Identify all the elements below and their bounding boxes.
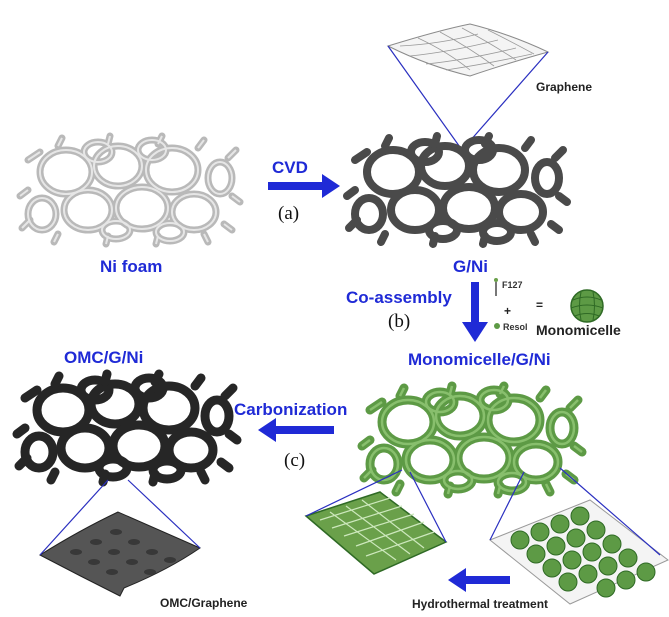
step-c-label: (c): [284, 450, 306, 471]
hydrothermal-treatment-label: Hydrothermal treatment: [412, 597, 549, 611]
packed-monomicelles-image: [489, 499, 669, 605]
omc-g-ni-label: OMC/G/Ni: [64, 348, 144, 367]
monomicelle-label: Monomicelle: [536, 322, 621, 338]
g-ni-foam-image: [347, 136, 567, 244]
hydrothermal-arrow: [448, 568, 510, 592]
equals-sign: =: [536, 298, 544, 312]
cvd-label: CVD: [272, 158, 308, 177]
ni-foam-label: Ni foam: [100, 257, 163, 276]
omc-graphene-zoom-lines: [39, 479, 201, 556]
ni-foam-image: [20, 136, 240, 244]
monomicelle-sphere-icon: [570, 289, 604, 323]
co-assembly-arrow: [462, 282, 488, 342]
monomicelle-sheet-image: [304, 491, 448, 575]
omc-g-ni-foam-image: [17, 374, 237, 482]
f127-molecule-icon: [494, 278, 498, 296]
resol-label: Resol: [503, 322, 528, 332]
omc-graphene-label: OMC/Graphene: [160, 596, 248, 610]
g-ni-label: G/Ni: [453, 257, 488, 276]
step-b-label: (b): [388, 311, 411, 332]
f127-label: F127: [502, 280, 523, 290]
co-assembly-label: Co-assembly: [346, 288, 452, 307]
graphene-sheet-image: [386, 23, 550, 77]
step-a-label: (a): [278, 203, 300, 224]
cvd-arrow: [268, 174, 340, 198]
graphene-zoom-lines: [387, 45, 549, 151]
monomicelle-sheet-zoom-lines: [305, 469, 447, 543]
omc-graphene-sheet-image: [38, 511, 202, 597]
carbonization-label: Carbonization: [234, 400, 348, 419]
packed-monomicelles-zoom-lines: [489, 467, 661, 556]
monomicelle-g-ni-foam-image: [362, 386, 582, 494]
plus-sign: +: [504, 304, 512, 318]
graphene-label: Graphene: [536, 80, 593, 94]
carbonization-arrow: [258, 418, 334, 442]
resol-molecule-icon: [494, 323, 500, 329]
monomicelle-g-ni-label: Monomicelle/G/Ni: [408, 350, 551, 369]
